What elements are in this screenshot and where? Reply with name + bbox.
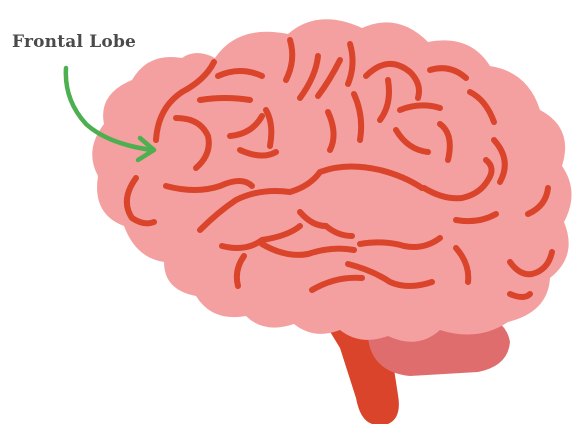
brain-illustration bbox=[0, 0, 582, 431]
brain-diagram: Frontal Lobe bbox=[0, 0, 582, 431]
